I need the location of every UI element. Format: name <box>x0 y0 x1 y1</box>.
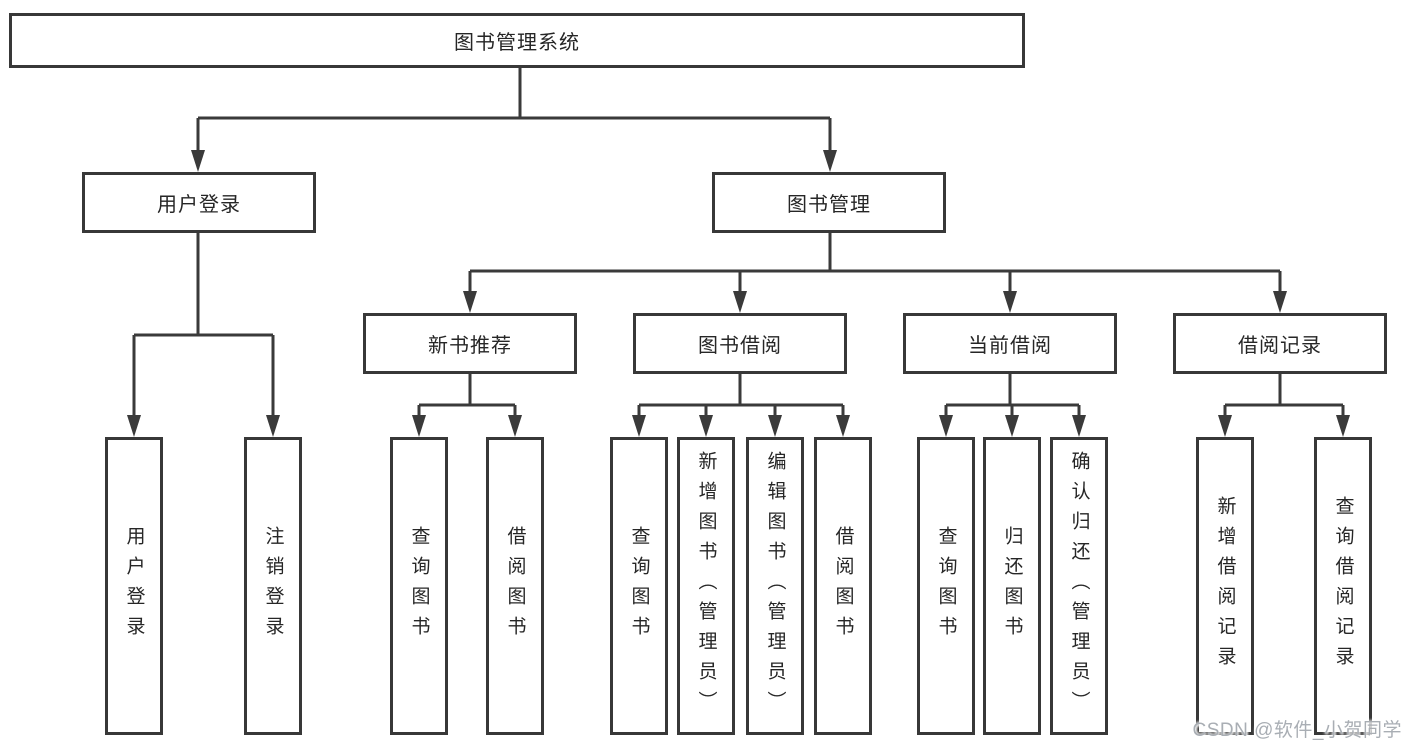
leaf-label: 新增借阅记录 <box>1214 496 1236 676</box>
leaf-query-book-borrowing: 查询图书 <box>610 437 668 735</box>
leaf-add-borrow-record: 新增借阅记录 <box>1196 437 1254 735</box>
leaf-label: 新增图书（管理员） <box>695 451 717 721</box>
node-label: 当前借阅 <box>968 335 1052 357</box>
leaf-label: 查询图书 <box>935 526 957 646</box>
node-book-management: 图书管理 <box>712 172 946 233</box>
leaf-label: 查询借阅记录 <box>1332 496 1354 676</box>
leaf-add-book-admin: 新增图书（管理员） <box>677 437 735 735</box>
leaf-borrow-book-recommendation: 借阅图书 <box>486 437 544 735</box>
leaf-borrow-book-borrowing: 借阅图书 <box>814 437 872 735</box>
leaf-label: 查询图书 <box>628 526 650 646</box>
node-new-book-recommendation: 新书推荐 <box>363 313 577 374</box>
node-current-borrowing: 当前借阅 <box>903 313 1117 374</box>
leaf-user-login: 用户登录 <box>105 437 163 735</box>
leaf-query-book-recommendation: 查询图书 <box>390 437 448 735</box>
node-user-login: 用户登录 <box>82 172 316 233</box>
leaf-query-book-current: 查询图书 <box>917 437 975 735</box>
node-label: 用户登录 <box>157 194 241 216</box>
leaf-label: 注销登录 <box>262 526 284 646</box>
node-label: 新书推荐 <box>428 335 512 357</box>
leaf-label: 归还图书 <box>1001 526 1023 646</box>
csdn-watermark: CSDN @软件_小贺同学 <box>1192 720 1402 741</box>
node-label: 借阅记录 <box>1238 335 1322 357</box>
leaf-label: 借阅图书 <box>832 526 854 646</box>
node-borrowing-records: 借阅记录 <box>1173 313 1387 374</box>
leaf-logout: 注销登录 <box>244 437 302 735</box>
leaf-return-book: 归还图书 <box>983 437 1041 735</box>
node-label: 图书管理 <box>787 194 871 216</box>
leaf-label: 编辑图书（管理员） <box>764 451 786 721</box>
leaf-label: 借阅图书 <box>504 526 526 646</box>
leaf-label: 用户登录 <box>123 526 145 646</box>
leaf-edit-book-admin: 编辑图书（管理员） <box>746 437 804 735</box>
node-label: 图书借阅 <box>698 335 782 357</box>
node-label: 图书管理系统 <box>454 32 580 54</box>
leaf-label: 查询图书 <box>408 526 430 646</box>
leaf-query-borrow-record: 查询借阅记录 <box>1314 437 1372 735</box>
node-library-management-system: 图书管理系统 <box>9 13 1025 68</box>
leaf-confirm-return-admin: 确认归还（管理员） <box>1050 437 1108 735</box>
node-book-borrowing: 图书借阅 <box>633 313 847 374</box>
leaf-label: 确认归还（管理员） <box>1068 451 1090 721</box>
